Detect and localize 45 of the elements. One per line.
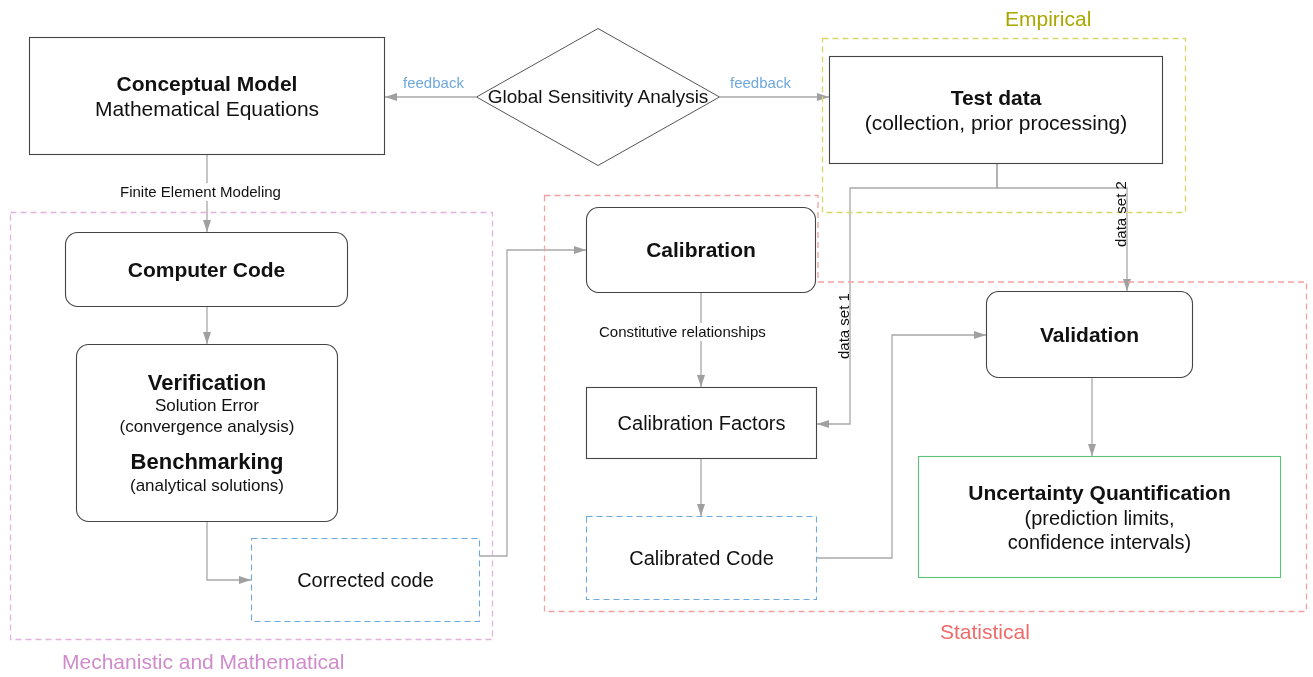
box-text: (prediction limits, confidence intervals) (1006, 505, 1193, 554)
process-box (29, 37, 385, 155)
box-text: (collection, prior processing) (864, 110, 1128, 136)
box-text: Global Sensitivity Analysis (487, 85, 709, 109)
box-text: (analytical solutions) (130, 475, 284, 496)
box-title: Test data (950, 84, 1042, 110)
group-label: Empirical (1005, 6, 1092, 32)
dashed-process-box (251, 538, 480, 622)
dashed-process-box (586, 516, 817, 600)
process-box (586, 387, 817, 459)
edge-label: data set 1 (835, 292, 853, 361)
group-label: Mechanistic and Mathematical (62, 649, 345, 675)
rounded-process-box (65, 232, 348, 307)
arrow (697, 458, 705, 517)
box-title: Conceptual Model (116, 70, 298, 96)
edge-label: Constitutive relationships (596, 323, 769, 341)
box-text: Mathematical Equations (94, 96, 320, 122)
box-title: Benchmarking (130, 449, 284, 476)
rounded-process-box (986, 291, 1193, 378)
box-title: Computer Code (127, 256, 286, 283)
rounded-process-box (76, 344, 338, 522)
group-label: Statistical (940, 619, 1030, 645)
decision-diamond (476, 28, 720, 166)
arrow (479, 246, 587, 557)
box-text: Calibrated Code (629, 546, 774, 570)
arrow (384, 93, 477, 101)
arrow (203, 306, 211, 345)
process-box (829, 56, 1163, 164)
box-text: Calibration Factors (617, 411, 786, 435)
arrow (816, 331, 987, 559)
arrow (719, 93, 830, 101)
edge-label: feedback (729, 74, 792, 92)
box-title: Verification (147, 370, 267, 397)
box-title: Uncertainty Quantification (968, 480, 1231, 506)
box-title: Calibration (646, 237, 756, 263)
rounded-process-box (586, 207, 816, 293)
box-text: Solution Error (convergence analysis) (118, 396, 296, 438)
arrow (996, 163, 1131, 292)
process-box (918, 456, 1281, 578)
arrow (206, 521, 252, 584)
box-text: Corrected code (297, 568, 434, 592)
arrow (1088, 377, 1096, 457)
edge-label: data set 2 (1112, 180, 1130, 249)
box-title: Validation (1039, 321, 1140, 348)
edge-label: feedback (402, 74, 465, 92)
